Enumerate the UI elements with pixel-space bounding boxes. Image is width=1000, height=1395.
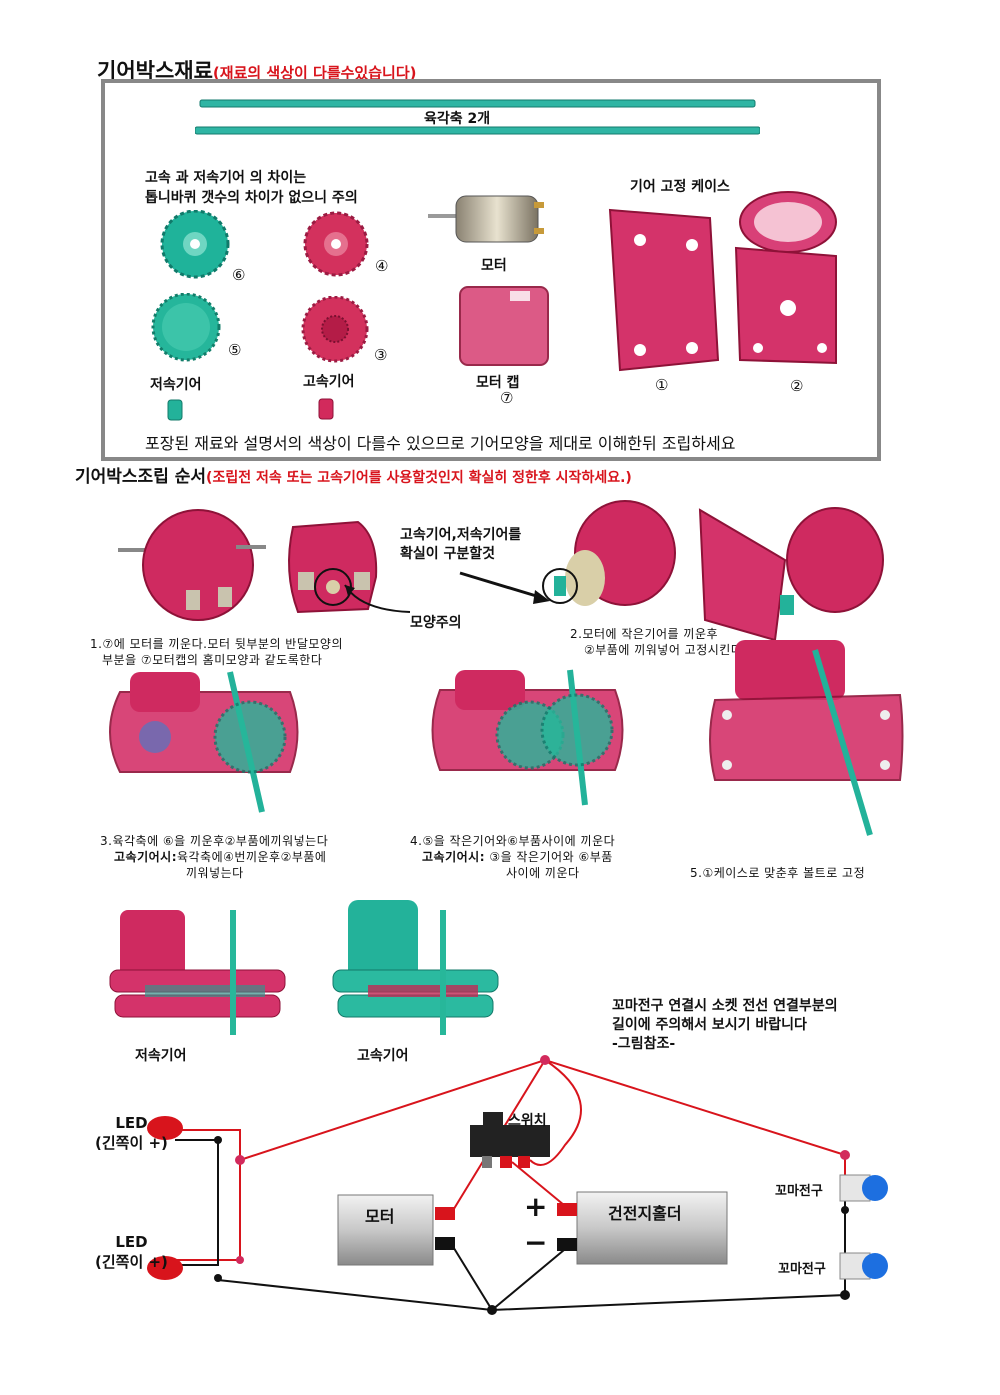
plus-sign: +: [524, 1190, 548, 1223]
num-5: ⑤: [228, 341, 242, 359]
high-gear-label: 고속기어: [303, 374, 355, 390]
small-teal-pinion-image: [167, 399, 183, 421]
motor-block-label: 모터: [365, 1207, 395, 1226]
step4-assembly-image: [431, 669, 624, 806]
step5-assembly-image: [709, 640, 904, 836]
step1-motor-image: [118, 509, 266, 621]
led-label-bottom: LED(긴쪽이 +): [95, 1233, 168, 1271]
materials-footer-note: 포장된 재료와 설명서의 색상이 다를수 있으므로 기어모양을 제대로 이해한뒤…: [145, 434, 736, 453]
materials-frame: [101, 79, 881, 461]
num-1: ①: [655, 376, 669, 394]
step1-text: 1.⑦에 모터를 끼운다.모터 뒷부분의 반달모양의 부분을 ⑦모터캡의 홈미모…: [90, 637, 344, 667]
motor-cap-image: [459, 286, 549, 366]
step2-assembly-image: [698, 507, 884, 642]
step4-text: 4.⑤을 작은기어와⑥부품사이에 끼운다 고속기어시: ③을 작은기어와 ⑥부품…: [410, 834, 616, 880]
minus-sign: −: [524, 1226, 548, 1259]
hex-shaft-label: 육각축 2개: [424, 111, 491, 127]
low-gear-label: 저속기어: [150, 377, 202, 393]
gear-difference-note: 고속 과 저속기어 의 차이는 톱니바퀴 갯수의 차이가 없으니 주의: [145, 170, 358, 206]
low-gear-gearbox-image: [109, 910, 286, 1035]
step2-motor-image: [542, 500, 676, 606]
small-pink-pinion-image: [318, 398, 334, 420]
hex-shafts-image: [195, 99, 760, 135]
gear-3-image: [301, 296, 369, 363]
num-6: ⑥: [232, 266, 246, 284]
gear-5-image: [151, 293, 221, 362]
assembly-title: 기어박스조립 순서(조립전 저속 또는 고속기어를 사용할것인지 확실히 정한후…: [75, 467, 632, 487]
switch-label: 스위치: [508, 1113, 547, 1129]
step1-motor-back-image: [288, 520, 378, 614]
num-4: ④: [375, 257, 389, 275]
step2-text: 2.모터에 작은기어를 끼운후 ②부품에 끼워넣어 고정시킨다.: [570, 627, 747, 657]
high-gear-caption: 고속기어: [357, 1048, 409, 1064]
led-label-top: LED(긴쪽이 +): [95, 1114, 168, 1152]
low-gear-caption: 저속기어: [135, 1048, 187, 1064]
battery-holder-label: 건전지홀더: [608, 1204, 682, 1223]
bulb-connection-note: 꼬마전구 연결시 소켓 전선 연결부분의 길이에 주의해서 보시기 바랍니다 -…: [612, 998, 838, 1052]
step5-text: 5.①케이스로 맞춘후 볼트로 고정: [690, 866, 866, 880]
distinguish-arrow: [459, 571, 550, 604]
num-2: ②: [790, 377, 804, 395]
gear-case-label: 기어 고정 케이스: [630, 179, 730, 195]
bulb-label-bottom: 꼬마전구: [778, 1262, 826, 1277]
case-part-1-image: [608, 208, 720, 372]
shape-note-arrow: [344, 584, 411, 613]
motor-cap-label: 모터 캡: [476, 375, 520, 391]
high-gear-gearbox-image: [332, 900, 499, 1035]
case-part-2-image: [734, 191, 837, 365]
distinguish-note: 고속기어,저속기어를 확실이 구분할것: [400, 527, 522, 562]
circuit-diagram: [147, 1055, 888, 1315]
gear-4-image: [303, 211, 369, 277]
num-7: ⑦: [500, 389, 514, 407]
num-3: ③: [374, 346, 388, 364]
bulb-label-top: 꼬마전구: [775, 1184, 823, 1199]
gear-6-image: [160, 210, 230, 279]
step3-assembly-image: [109, 671, 299, 813]
motor-image: [428, 195, 544, 243]
materials-title-note: (재료의 색상이 다를수있습니다): [212, 64, 417, 82]
motor-label: 모터: [481, 258, 507, 274]
assembly-title-note: (조립전 저속 또는 고속기어를 사용할것인지 확실히 정한후 시작하세요.): [206, 470, 632, 486]
step3-text: 3.육각축에 ⑥을 끼운후②부품에끼워넣는다 고속기어시:육각축에④번끼운후②부…: [100, 834, 329, 880]
shape-note-label: 모양주의: [410, 615, 462, 631]
